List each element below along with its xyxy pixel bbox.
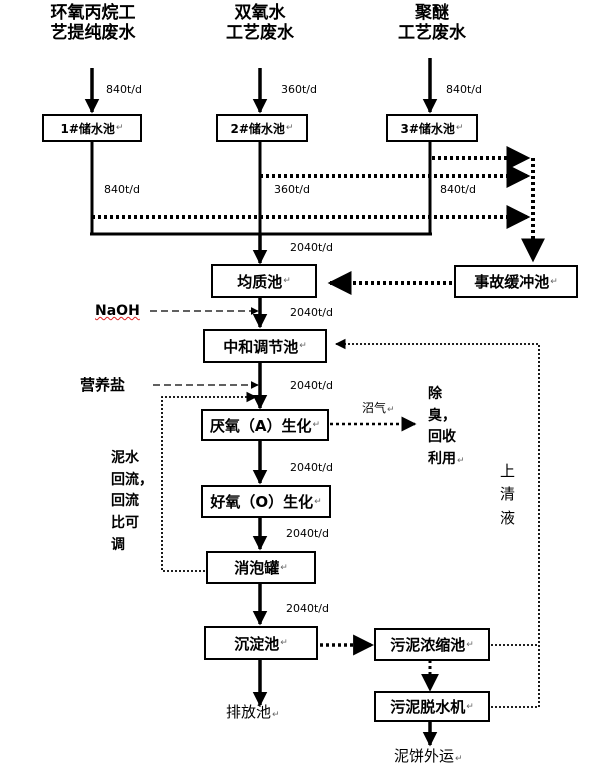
flow-label-9: 2040t/d: [290, 379, 333, 392]
discharge-tank-label: 排放池↵: [226, 703, 280, 721]
tank-1: 1#储水池↵: [42, 114, 142, 142]
nutrient-label: 营养盐: [80, 376, 126, 394]
sludge-dewatering-machine: 污泥脱水机↵: [374, 691, 490, 722]
flow-label-7: 2040t/d: [290, 241, 333, 254]
source-epoxy-label: 环氧丙烷工艺提纯废水: [50, 3, 136, 43]
defoaming-tank: 消泡罐↵: [206, 551, 316, 584]
tank-3: 3#储水池↵: [386, 114, 478, 142]
sludge-return-label: 泥水 回流， 回流 比可 调: [111, 450, 153, 553]
biogas-label: 沼气↵: [362, 401, 395, 415]
homogenization-tank: 均质池↵: [211, 264, 317, 298]
source-polyether-label: 聚醚工艺废水: [398, 3, 466, 43]
flow-label-10: 2040t/d: [290, 461, 333, 474]
supernatant-return: [334, 338, 540, 707]
emergency-buffer-tank: 事故缓冲池↵: [454, 265, 578, 298]
neutralization-tank: 中和调节池↵: [203, 329, 327, 363]
flow-label-4: 840t/d: [104, 183, 140, 196]
flow-label-12: 2040t/d: [286, 602, 329, 615]
tank-2: 2#储水池↵: [216, 114, 308, 142]
source-h2o2-label: 双氧水工艺废水: [226, 3, 294, 43]
aerobic-bio-unit: 好氧（O）生化↵: [201, 485, 331, 518]
flow-label-5: 360t/d: [274, 183, 310, 196]
flow-label-11: 2040t/d: [286, 527, 329, 540]
naoh-label: NaOH: [95, 303, 140, 319]
flow-label-8: 2040t/d: [290, 306, 333, 319]
sludge-thickener: 污泥浓缩池↵: [374, 628, 490, 661]
flow-label-6: 840t/d: [440, 183, 476, 196]
flow-label-2: 360t/d: [281, 83, 317, 96]
flow-label-1: 840t/d: [106, 83, 142, 96]
odor-removal-label: 除 臭， 回收 利用↵: [428, 386, 465, 468]
supernatant-label: 上 清 液: [500, 462, 516, 527]
sludge-return-loop: [161, 391, 258, 572]
anaerobic-bio-unit: 厌氧（A）生化↵: [201, 409, 329, 441]
sludge-cake-out-label: 泥饼外运↵: [394, 747, 463, 765]
sedimentation-tank: 沉淀池↵: [204, 626, 318, 660]
flow-label-3: 840t/d: [446, 83, 482, 96]
